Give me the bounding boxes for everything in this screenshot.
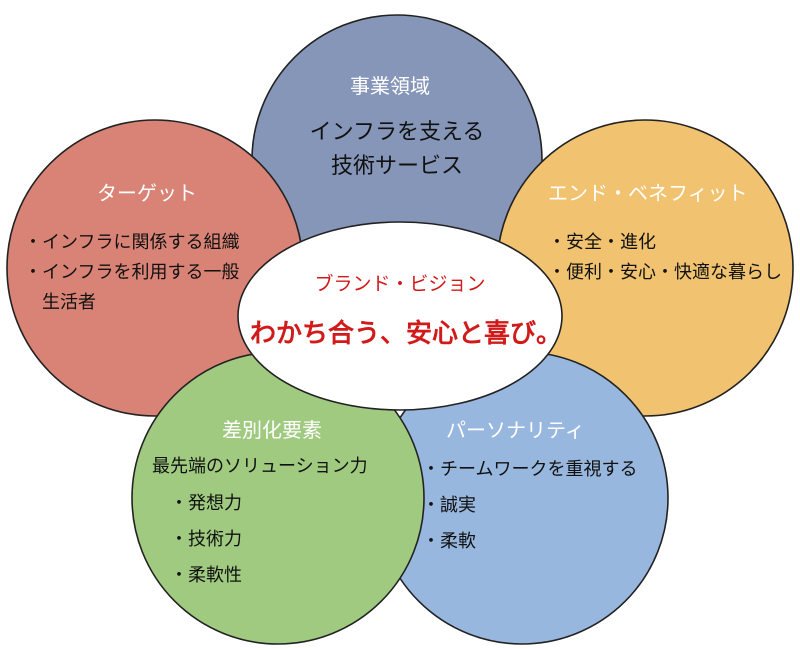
personality-item: ・誠実 — [422, 495, 476, 516]
target-item: ・インフラを利用する一般 — [24, 262, 240, 283]
differentiation-item: ・発想力 — [170, 493, 242, 514]
differentiation-list: 最先端のソリューション力 ・発想力 ・技術力 ・柔軟性 — [152, 452, 368, 594]
differentiation-item: ・柔軟性 — [170, 565, 242, 586]
business-domain-title: 事業領域 — [350, 74, 430, 98]
business-domain-line: インフラを支える — [309, 120, 485, 145]
target-title: ターゲット — [97, 181, 197, 205]
business-domain-line: 技術サービス — [330, 154, 463, 179]
brand-vision-title: ブランド・ビジョン — [314, 273, 486, 295]
business-domain-body: インフラを支える 技術サービス — [300, 116, 494, 184]
end-benefit-item: ・便利・安心・快適な暮らし — [548, 262, 782, 283]
differentiation-title: 差別化要素 — [222, 418, 322, 442]
end-benefit-list: ・安全・進化 ・便利・安心・快適な暮らし — [548, 228, 782, 288]
end-benefit-item: ・安全・進化 — [548, 232, 656, 253]
personality-item: ・チームワークを重視する — [422, 459, 638, 480]
personality-item: ・柔軟 — [422, 531, 476, 552]
differentiation-item: ・技術力 — [170, 529, 242, 550]
brand-vision-statement: わかち合う、安心と喜び。 — [250, 319, 563, 349]
brand-vision-ellipse — [237, 221, 563, 411]
target-list: ・インフラに関係する組織 ・インフラを利用する一般 生活者 — [24, 228, 239, 318]
target-item: 生活者 — [42, 292, 96, 313]
differentiation-intro: 最先端のソリューション力 — [152, 456, 368, 477]
target-item: ・インフラに関係する組織 — [24, 232, 240, 253]
end-benefit-title: エンド・ベネフィット — [548, 181, 748, 205]
personality-title: パーソナリティ — [446, 418, 585, 442]
personality-list: ・チームワークを重視する ・誠実 ・柔軟 — [422, 452, 637, 560]
